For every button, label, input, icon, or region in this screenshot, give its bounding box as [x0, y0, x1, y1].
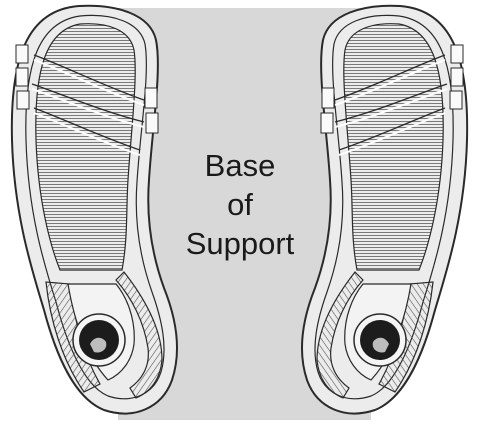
- label-line-3: Support: [150, 224, 330, 263]
- base-of-support-label: Base of Support: [150, 146, 330, 263]
- label-line-2: of: [150, 185, 330, 224]
- label-line-1: Base: [150, 146, 330, 185]
